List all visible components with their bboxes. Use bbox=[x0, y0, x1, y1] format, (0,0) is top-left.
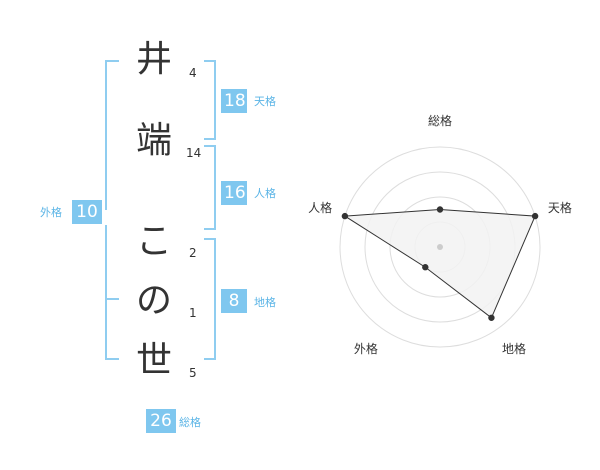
radar-ring-4 bbox=[339, 146, 541, 348]
stroke-count-4: 1 bbox=[189, 306, 197, 320]
chikaku-bracket-bottom bbox=[204, 358, 216, 360]
radar-axis-label-2: 天格 bbox=[548, 200, 572, 215]
tenkaku-label: 天格 bbox=[254, 95, 276, 108]
gaikaku-bracket-bottom-tick bbox=[105, 358, 119, 360]
radar-point-5 bbox=[341, 212, 349, 220]
radar-center-dot bbox=[437, 244, 443, 250]
radar-axis-label-1: 総格 bbox=[428, 113, 452, 128]
soukaku-label: 総格 bbox=[179, 416, 201, 429]
tenkaku-bracket-top bbox=[204, 60, 216, 62]
gaikaku-bracket-top-tick bbox=[105, 60, 119, 62]
name-char-2: 端 bbox=[135, 120, 172, 161]
stroke-count-1: 4 bbox=[189, 66, 197, 80]
stroke-count-5: 5 bbox=[189, 366, 197, 380]
radar-axis-label-3: 地格 bbox=[502, 341, 526, 356]
gaikaku-label: 外格 bbox=[40, 206, 62, 219]
chikaku-label: 地格 bbox=[254, 296, 276, 309]
tenkaku-bracket-vertical bbox=[214, 60, 216, 140]
jinkaku-label: 人格 bbox=[254, 187, 276, 200]
tenkaku-bracket-bottom bbox=[204, 138, 216, 140]
gaikaku-bracket-mid-tick bbox=[105, 298, 119, 300]
gaikaku-bracket-lower-line bbox=[105, 225, 107, 360]
chikaku-bracket-top bbox=[204, 238, 216, 240]
radar-point-3 bbox=[488, 314, 495, 321]
jinkaku-bracket-top bbox=[204, 145, 216, 147]
radar-point-1 bbox=[436, 206, 444, 213]
stroke-count-2: 14 bbox=[186, 146, 202, 160]
gaikaku-value-badge: 10 bbox=[72, 200, 102, 224]
tenkaku-value-badge: 18 bbox=[221, 89, 247, 113]
jinkaku-value-badge: 16 bbox=[221, 181, 247, 205]
radar-data-polygon bbox=[343, 208, 536, 319]
name-char-3: こ bbox=[135, 221, 172, 262]
radar-point-4 bbox=[422, 264, 429, 271]
chikaku-bracket-vertical bbox=[214, 238, 216, 360]
radar-axis-label-5: 人格 bbox=[308, 200, 332, 215]
stroke-count-3: 2 bbox=[189, 246, 197, 260]
chikaku-value-badge: 8 bbox=[221, 289, 247, 313]
radar-axis-label-4: 外格 bbox=[354, 341, 378, 356]
name-char-1: 井 bbox=[135, 39, 172, 80]
name-char-5: 世 bbox=[135, 340, 172, 381]
jinkaku-bracket-vertical bbox=[214, 145, 216, 230]
name-char-4: の bbox=[135, 280, 172, 321]
radar-point-2 bbox=[531, 212, 539, 220]
soukaku-value-badge: 26 bbox=[146, 409, 176, 433]
jinkaku-bracket-bottom bbox=[204, 228, 216, 230]
gaikaku-bracket-upper-line bbox=[105, 60, 107, 210]
